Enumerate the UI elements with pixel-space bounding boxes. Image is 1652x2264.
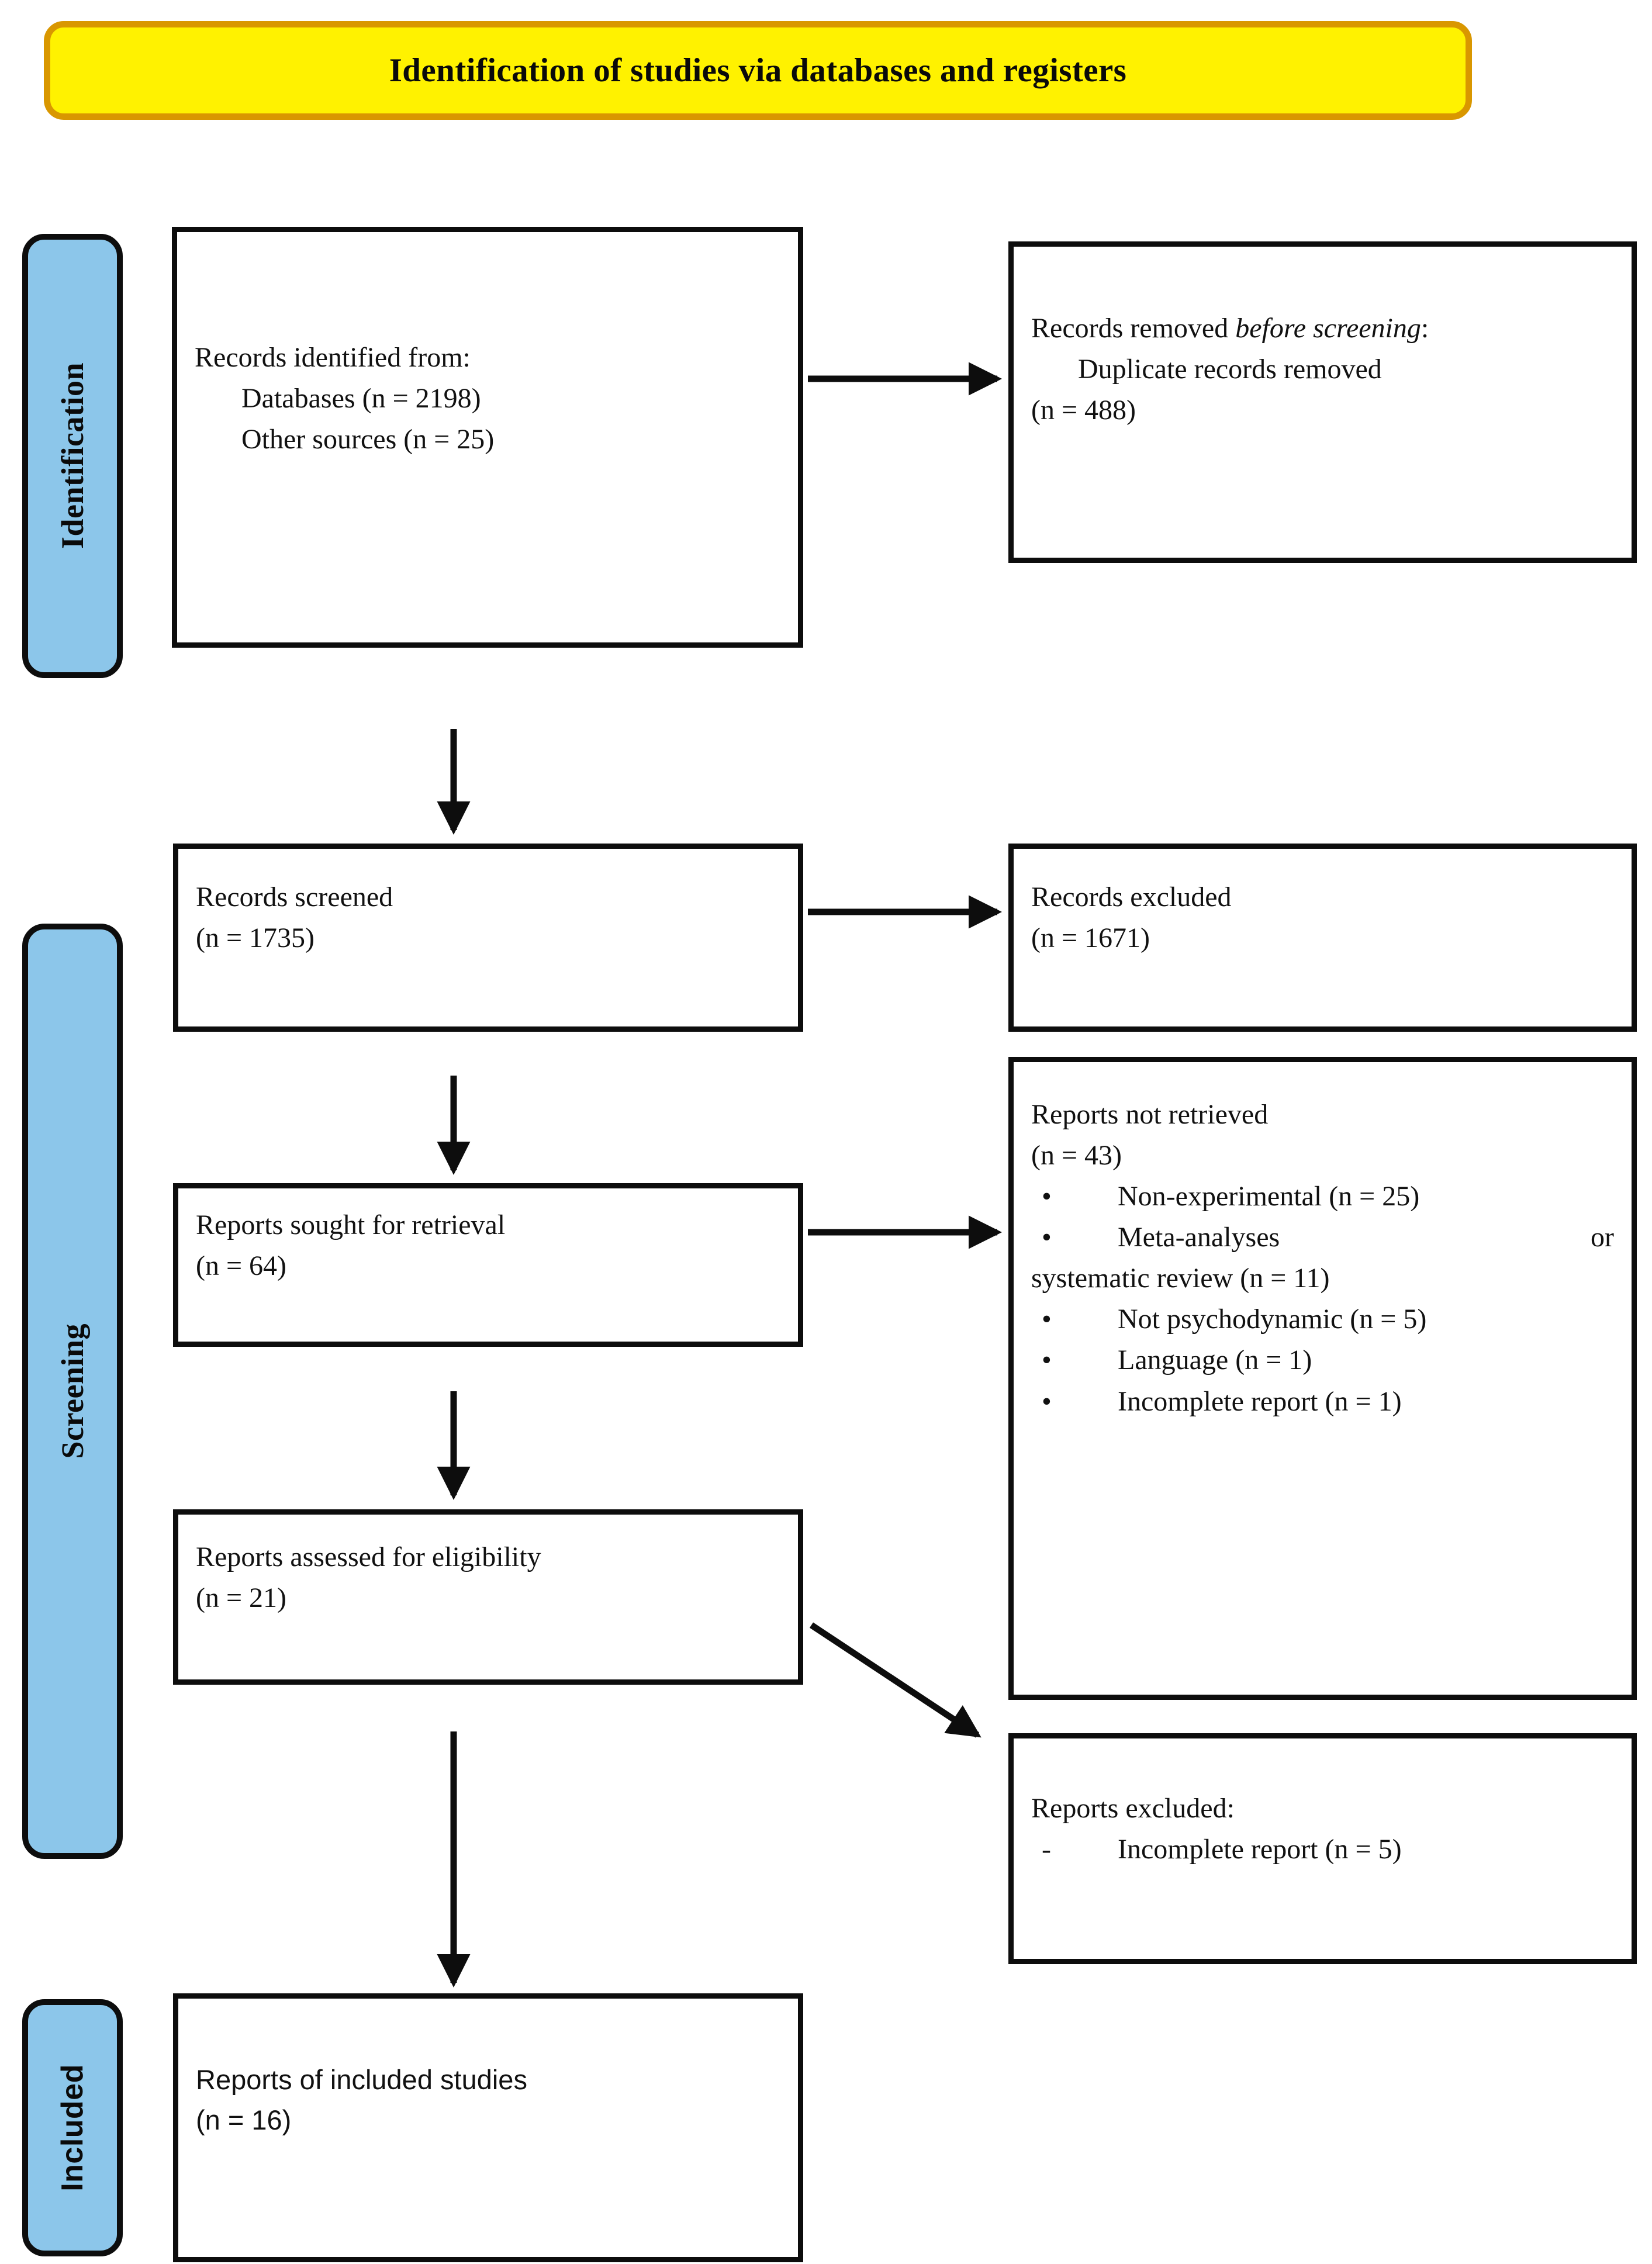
reports-not-retrieved-bullet-2-continuation: systematic review (n = 11) [1031,1263,1330,1294]
bullet-text: Meta-analyses [1118,1222,1280,1253]
diagram-title-text: Identification of studies via databases … [389,52,1127,89]
bullet-marker-icon: • [1042,1385,1052,1417]
phase-label-screening: Screening [22,924,123,1859]
records-excluded-count: (n = 1671) [1031,922,1150,954]
records-removed-heading: Records removed before screening: [1014,308,1632,349]
records-screened-count: (n = 1735) [196,922,315,954]
reports-not-retrieved-bullet-3: • Not psychodynamic (n = 5) [1014,1299,1632,1340]
box-records-screened: Records screened (n = 1735) [173,844,803,1032]
reports-excluded-heading: Reports excluded: [1031,1793,1235,1824]
arrow-eligibility-to-reports-excluded [809,1622,981,1738]
bullet-text-justified: Meta-analyses or [1118,1217,1614,1258]
box-records-identified: Records identified from: Databases (n = … [172,227,803,648]
reports-included-count: (n = 16) [196,2104,292,2135]
box-reports-excluded: Reports excluded: - Incomplete report (n… [1008,1733,1637,1964]
reports-excluded-bullet-1: - Incomplete report (n = 5) [1014,1829,1632,1870]
reports-not-retrieved-heading: Reports not retrieved [1031,1099,1269,1130]
bullet-marker-icon: • [1042,1181,1052,1212]
records-removed-heading-suffix: : [1421,313,1429,344]
reports-not-retrieved-bullet-2: • Meta-analyses or [1014,1217,1632,1258]
phase-label-identification-text: Identification [55,362,90,549]
reports-sought-count: (n = 64) [196,1250,287,1282]
bullet-text: Incomplete report (n = 1) [1118,1385,1402,1417]
bullet-marker-icon: • [1042,1222,1052,1253]
records-identified-heading: Records identified from: [195,342,471,373]
records-removed-heading-prefix: Records removed [1031,313,1236,344]
records-identified-databases: Databases (n = 2198) [241,383,481,414]
records-excluded-heading: Records excluded [1031,882,1232,912]
bullet-text: Not psychodynamic (n = 5) [1118,1304,1427,1335]
phase-label-included: Included [22,1999,123,2256]
records-removed-count: (n = 488) [1031,395,1136,426]
diagram-title-banner: Identification of studies via databases … [44,21,1472,120]
bullet-text-trailing: or [1591,1222,1614,1253]
box-reports-not-retrieved: Reports not retrieved (n = 43) • Non-exp… [1008,1057,1637,1700]
box-reports-sought: Reports sought for retrieval (n = 64) [173,1183,803,1347]
reports-not-retrieved-bullet-1: • Non-experimental (n = 25) [1014,1176,1632,1217]
phase-label-screening-text: Screening [55,1323,90,1459]
box-records-removed: Records removed before screening: Duplic… [1008,241,1637,563]
phase-label-included-text: Included [56,2064,89,2192]
dash-marker-icon: - [1042,1834,1051,1865]
bullet-text: Incomplete report (n = 5) [1118,1834,1402,1865]
records-screened-heading: Records screened [196,882,393,912]
records-removed-heading-italic: before screening [1235,313,1421,344]
bullet-text: Non-experimental (n = 25) [1118,1181,1420,1212]
records-removed-duplicates: Duplicate records removed [1078,354,1382,385]
bullet-marker-icon: • [1042,1344,1052,1376]
reports-not-retrieved-bullet-4: • Language (n = 1) [1014,1340,1632,1381]
reports-not-retrieved-bullet-5: • Incomplete report (n = 1) [1014,1381,1632,1422]
box-reports-assessed-eligibility: Reports assessed for eligibility (n = 21… [173,1509,803,1685]
box-records-excluded: Records excluded (n = 1671) [1008,844,1637,1032]
box-reports-included: Reports of included studies (n = 16) [173,1993,803,2262]
reports-sought-heading: Reports sought for retrieval [196,1209,506,1240]
reports-eligibility-heading: Reports assessed for eligibility [196,1541,541,1572]
reports-included-heading: Reports of included studies [196,2064,527,2095]
records-identified-other-sources: Other sources (n = 25) [241,424,495,455]
reports-not-retrieved-count: (n = 43) [1031,1140,1122,1171]
bullet-marker-icon: • [1042,1304,1052,1335]
reports-eligibility-count: (n = 21) [196,1582,287,1614]
bullet-text: Language (n = 1) [1118,1344,1312,1376]
phase-label-identification: Identification [22,234,123,678]
